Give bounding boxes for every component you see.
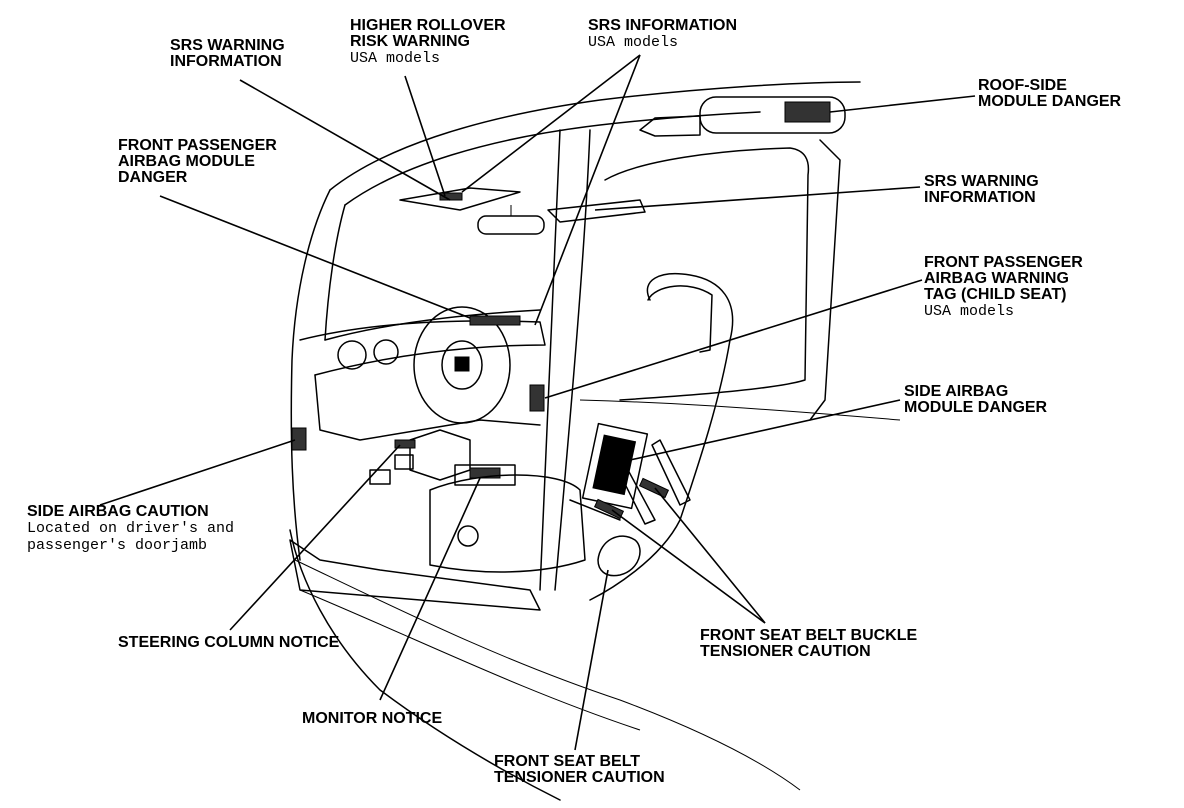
steering-column-label bbox=[394, 439, 416, 449]
front-passenger-airbag-module-danger-label: FRONT PASSENGER AIRBAG MODULE DANGER bbox=[118, 138, 277, 186]
rear-door-outer bbox=[809, 139, 841, 421]
windshield-frame bbox=[324, 204, 346, 341]
left-vent bbox=[337, 340, 367, 370]
roof-side-module bbox=[699, 96, 846, 134]
label-line: TENSIONER CAUTION bbox=[700, 643, 871, 660]
label-line: MONITOR NOTICE bbox=[302, 710, 443, 727]
floor-line-2 bbox=[299, 589, 641, 731]
roof-outline bbox=[329, 81, 861, 191]
rear-door-window bbox=[604, 147, 810, 401]
seat-cushion bbox=[429, 474, 586, 573]
label-line: INFORMATION bbox=[924, 189, 1036, 206]
label-line: FRONT PASSENGER bbox=[118, 137, 277, 154]
front-seat-back bbox=[589, 273, 734, 601]
label-note: USA models bbox=[350, 50, 441, 67]
rear-view-mirror bbox=[477, 215, 545, 235]
label-line: FRONT PASSENGER bbox=[924, 254, 1083, 271]
monitor-label bbox=[469, 467, 501, 479]
label-note: Located on driver's and bbox=[27, 520, 235, 537]
monitor-notice-label: MONITOR NOTICE bbox=[302, 711, 442, 727]
front-seat-belt-tensioner-caution-label: FRONT SEAT BELT TENSIONER CAUTION bbox=[494, 754, 665, 786]
buckle-label-1 bbox=[638, 477, 670, 499]
srs-information-label: SRS INFORMATION USA models bbox=[588, 17, 738, 52]
roof-inner-line bbox=[344, 111, 761, 206]
overhead-label bbox=[439, 192, 463, 201]
higher-rollover-risk-warning-label: HIGHER ROLLOVER RISK WARNING USA models bbox=[350, 17, 506, 68]
label-line: AIRBAG WARNING bbox=[924, 270, 1069, 287]
steering-logo bbox=[454, 356, 470, 372]
front-passenger-airbag-warning-tag-label: FRONT PASSENGER AIRBAG WARNING TAG (CHIL… bbox=[924, 254, 1083, 321]
front-door-edge bbox=[289, 529, 561, 801]
label-note: passenger's doorjamb bbox=[27, 537, 208, 554]
front-seat-belt-buckle-tensioner-caution-label: FRONT SEAT BELT BUCKLE TENSIONER CAUTION bbox=[700, 628, 917, 660]
side-airbag-module-danger-label: SIDE AIRBAG MODULE DANGER bbox=[904, 384, 1047, 416]
pedal-2 bbox=[394, 454, 414, 470]
dashboard bbox=[299, 320, 546, 376]
center-vent bbox=[373, 339, 399, 365]
label-line: SRS INFORMATION bbox=[588, 17, 738, 34]
steering-column-notice-label: STEERING COLUMN NOTICE bbox=[118, 635, 339, 651]
label-note: USA models bbox=[924, 303, 1015, 320]
label-line: MODULE DANGER bbox=[978, 93, 1122, 110]
floor-line-1 bbox=[294, 559, 801, 791]
label-line: SIDE AIRBAG bbox=[904, 383, 1009, 400]
label-line: INFORMATION bbox=[170, 53, 282, 70]
overhead-console bbox=[399, 187, 521, 211]
label-note: USA models bbox=[588, 34, 679, 51]
headrest bbox=[647, 285, 713, 353]
a-pillar bbox=[290, 189, 331, 561]
seat-adjust-knob bbox=[457, 525, 479, 547]
label-line: SIDE AIRBAG CAUTION bbox=[27, 503, 209, 520]
center-console-stack bbox=[409, 429, 471, 481]
buckle-stalk-2 bbox=[619, 469, 656, 525]
steering-hub bbox=[441, 340, 483, 390]
label-line: STEERING COLUMN NOTICE bbox=[118, 634, 340, 651]
doorjamb-label bbox=[291, 427, 307, 451]
label-line: TENSIONER CAUTION bbox=[494, 769, 665, 786]
label-line: HIGHER ROLLOVER bbox=[350, 17, 506, 34]
b-pillar-left bbox=[539, 129, 561, 591]
buckle-stalk-1 bbox=[651, 439, 691, 506]
b-pillar-right bbox=[554, 129, 591, 591]
label-line: FRONT SEAT BELT bbox=[494, 753, 641, 770]
dash-lower bbox=[314, 374, 541, 441]
windshield-lower bbox=[324, 309, 541, 341]
label-line: SRS WARNING bbox=[170, 37, 285, 54]
label-line: RISK WARNING bbox=[350, 33, 470, 50]
sun-visor bbox=[547, 199, 646, 223]
srs-warning-information-top-label: SRS WARNING INFORMATION bbox=[170, 38, 285, 70]
label-line: FRONT SEAT BELT BUCKLE bbox=[700, 627, 918, 644]
side-airbag-label bbox=[592, 434, 637, 496]
srs-warning-information-right-label: SRS WARNING INFORMATION bbox=[924, 174, 1039, 206]
passenger-airbag-label bbox=[469, 315, 521, 326]
label-line: SRS WARNING bbox=[924, 173, 1039, 190]
label-line: AIRBAG MODULE bbox=[118, 153, 255, 170]
label-line: TAG (CHILD SEAT) bbox=[924, 286, 1067, 303]
label-line: MODULE DANGER bbox=[904, 399, 1048, 416]
side-airbag-module-tag bbox=[529, 384, 545, 412]
label-line: ROOF-SIDE bbox=[978, 77, 1067, 94]
pedal-1 bbox=[369, 469, 391, 485]
belt-tensioner bbox=[597, 535, 641, 577]
roof-side-airbag-tube bbox=[639, 115, 701, 137]
label-line: DANGER bbox=[118, 169, 188, 186]
roof-side-label bbox=[784, 101, 831, 123]
roof-side-module-danger-label: ROOF-SIDE MODULE DANGER bbox=[978, 78, 1121, 110]
side-airbag-caution-label: SIDE AIRBAG CAUTION Located on driver's … bbox=[27, 503, 235, 555]
steering-wheel bbox=[413, 306, 511, 424]
